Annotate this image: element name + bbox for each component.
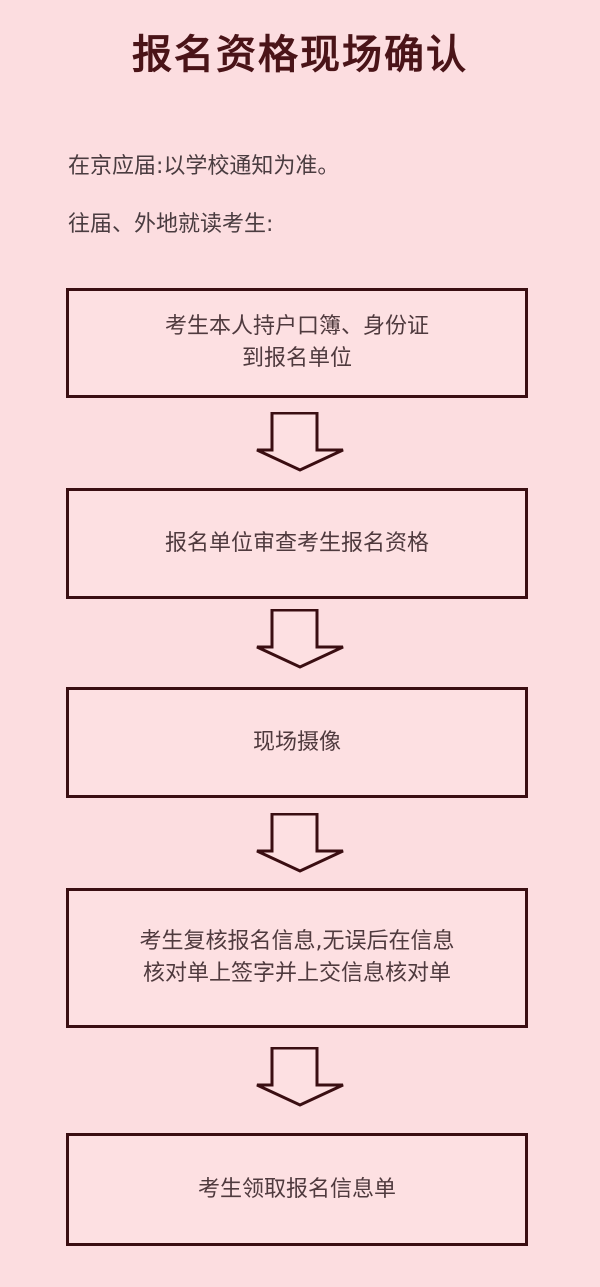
- step-box-4: 考生复核报名信息,无误后在信息 核对单上签字并上交信息核对单: [66, 888, 528, 1028]
- step-box-1: 考生本人持户口簿、身份证 到报名单位: [66, 288, 528, 398]
- intro-line-previous: 往届、外地就读考生:: [68, 212, 274, 237]
- step-box-2: 报名单位审查考生报名资格: [66, 488, 528, 599]
- down-arrow-icon: [256, 412, 344, 472]
- step-label: 考生复核报名信息,无误后在信息 核对单上签字并上交信息核对单: [139, 929, 455, 986]
- step-label: 报名单位审查考生报名资格: [164, 530, 429, 556]
- intro-line-current: 在京应届:以学校通知为准。: [68, 154, 340, 179]
- step-box-3: 现场摄像: [66, 687, 528, 798]
- step-label: 考生本人持户口簿、身份证 到报名单位: [164, 314, 429, 371]
- down-arrow-icon: [256, 609, 344, 669]
- step-label: 考生领取报名信息单: [197, 1176, 396, 1202]
- down-arrow-icon: [256, 813, 344, 873]
- down-arrow-icon: [256, 1047, 344, 1107]
- step-label: 现场摄像: [252, 729, 341, 755]
- step-box-5: 考生领取报名信息单: [66, 1133, 528, 1246]
- page-title: 报名资格现场确认: [132, 32, 468, 78]
